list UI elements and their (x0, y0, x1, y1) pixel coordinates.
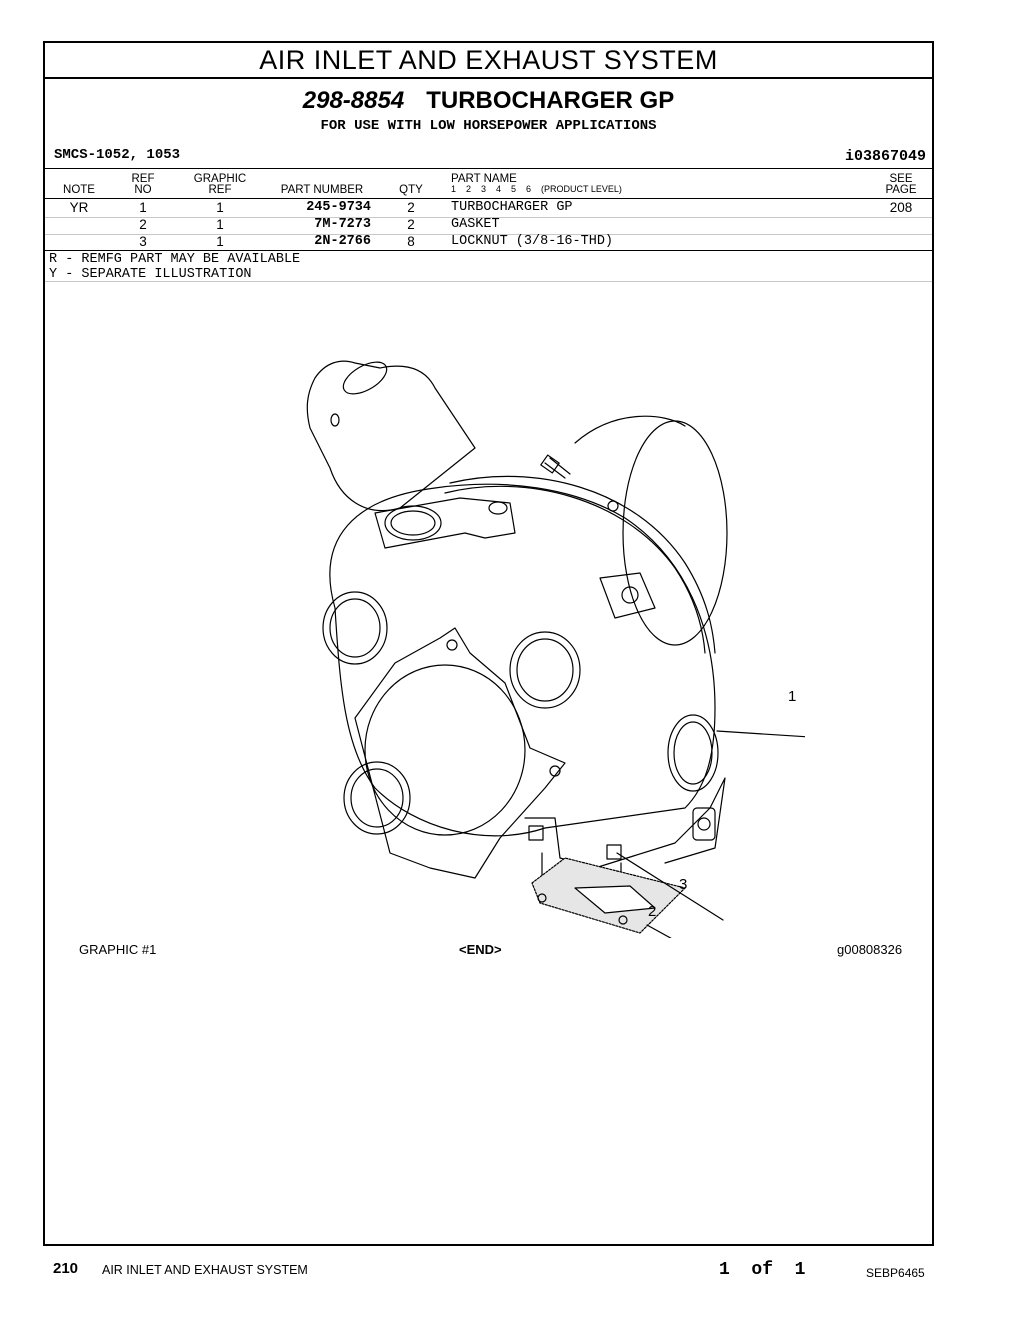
col-ref-no-1: REF (131, 173, 155, 185)
footer-section: AIR INLET AND EXHAUST SYSTEM (102, 1263, 308, 1277)
row-part-name: TURBOCHARGER GP (451, 200, 573, 215)
group-title: 298-8854 TURBOCHARGER GP (45, 87, 932, 115)
table-bottom-divider (45, 250, 932, 251)
row-ref-no: 2 (139, 217, 147, 232)
inlet-gasket-inner (390, 510, 436, 536)
stud-nut (528, 825, 544, 841)
clamp-nut (540, 454, 560, 474)
bracket-boss (692, 807, 716, 841)
footer-page-of: 1 of 1 (719, 1260, 806, 1280)
elbow-bolt-hole (330, 413, 340, 427)
col-graphic-ref-2: REF (208, 184, 232, 196)
col-note: NOTE (63, 184, 95, 196)
legend-remfg: R - REMFG PART MAY BE AVAILABLE (49, 252, 301, 267)
group-number: 298-8854 (302, 87, 405, 114)
document-ident: i03867049 (844, 148, 926, 165)
title-divider (45, 77, 932, 79)
mounting-tab (599, 572, 656, 619)
lower-bracket (524, 777, 726, 869)
leader-3 (616, 852, 724, 921)
row-note: YR (69, 200, 89, 215)
col-qty: QTY (399, 184, 423, 196)
leader-1 (716, 730, 805, 738)
row-graphic-ref: 1 (216, 217, 224, 232)
row-part-name: LOCKNUT (3/8-16-THD) (451, 234, 614, 249)
gasket-hole (537, 893, 547, 903)
callout-2: 2 (648, 903, 657, 920)
system-title: AIR INLET AND EXHAUST SYSTEM (259, 45, 718, 75)
row-part-number: 7M-7273 (314, 217, 371, 232)
row-divider (45, 217, 932, 218)
row-graphic-ref: 1 (216, 200, 224, 215)
col-part-name: PART NAME (451, 173, 517, 185)
graphic-id: g00808326 (837, 942, 903, 957)
exhaust-elbow (306, 360, 476, 512)
col-see-page-2: PAGE (885, 184, 917, 196)
port-right (509, 631, 581, 709)
elbow-opening (342, 361, 388, 395)
turbine-housing (329, 483, 716, 837)
outlet-flange (354, 627, 566, 879)
smcs-code: SMCS-1052, 1053 (54, 147, 181, 163)
port-upper-left-inner (329, 598, 381, 658)
row-qty: 8 (407, 234, 415, 249)
clamp-pin (607, 500, 619, 512)
vband-clamp (444, 485, 706, 654)
port-lower-left-inner (350, 768, 404, 828)
col-see-page-1: SEE (889, 173, 913, 185)
row-divider (45, 234, 932, 235)
gasket-opening (574, 885, 656, 914)
row-part-number: 245-9734 (306, 200, 371, 215)
footer-publication: SEBP6465 (866, 1266, 925, 1280)
footer-page-number: 210 (53, 1260, 79, 1277)
col-graphic-ref-1: GRAPHIC (193, 173, 247, 185)
leader-2 (646, 924, 672, 938)
legend-separate-illustration: Y - SEPARATE ILLUSTRATION (49, 267, 252, 282)
mounting-tab-hole (621, 586, 639, 604)
turbocharger-illustration (306, 360, 805, 938)
port-side-inner (673, 721, 713, 785)
port-side (667, 714, 719, 792)
port-upper-left (322, 591, 388, 665)
row-qty: 2 (407, 217, 415, 232)
compressor-outline (574, 415, 686, 444)
row-part-number: 2N-2766 (314, 234, 371, 249)
row-part-name: GASKET (451, 217, 500, 232)
col-part-number: PART NUMBER (280, 184, 364, 196)
end-marker: <END> (459, 942, 502, 957)
callout-3: 3 (679, 876, 688, 893)
compressor-housing (622, 420, 728, 646)
outlet-bolt-hole (549, 765, 561, 777)
row-ref-no: 1 (139, 200, 147, 215)
gasket-hole (618, 915, 628, 925)
locknut (606, 844, 622, 860)
vband-clamp-outer (449, 475, 716, 654)
graphic-label: GRAPHIC #1 (79, 942, 157, 957)
inlet-flange (374, 497, 516, 549)
callout-1: 1 (788, 688, 797, 705)
bracket-boss-hole (697, 817, 711, 831)
row-graphic-ref: 1 (216, 234, 224, 249)
row-see-page: 208 (889, 200, 913, 215)
outlet-bolt-hole (446, 639, 458, 651)
legend-divider (45, 281, 932, 282)
row-qty: 2 (407, 200, 415, 215)
flange-bolt-hole (488, 501, 508, 515)
table-header-divider (45, 198, 932, 199)
row-ref-no: 3 (139, 234, 147, 249)
inlet-gasket-opening (384, 505, 442, 541)
clamp-bolt (544, 457, 571, 479)
port-lower-left (343, 761, 411, 835)
header-divider (45, 168, 932, 169)
group-subtitle: FOR USE WITH LOW HORSEPOWER APPLICATIONS (320, 118, 657, 134)
outlet-opening (364, 664, 526, 836)
group-name: TURBOCHARGER GP (426, 87, 675, 114)
col-product-level: 1 2 3 4 5 6 (PRODUCT LEVEL) (451, 184, 622, 194)
col-ref-no-2: NO (134, 184, 152, 196)
port-right-inner (516, 638, 574, 702)
